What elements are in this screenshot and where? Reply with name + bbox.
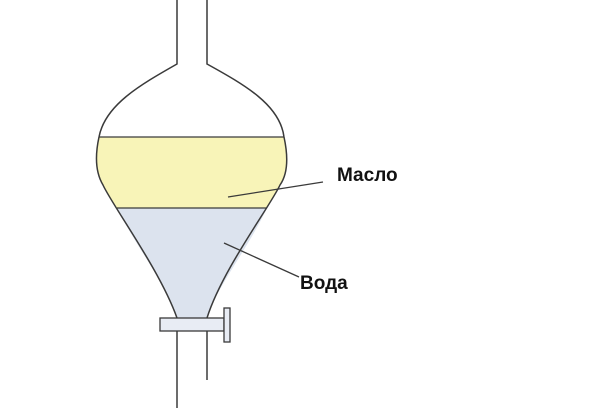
water-layer [117,208,267,318]
funnel-outline [95,0,288,319]
oil-layer [96,137,287,208]
oil-leader-line [227,181,324,198]
oil-label: Масло [337,165,398,186]
stopcock-handle[interactable] [223,307,231,343]
water-leader-line [223,242,300,278]
water-label: Вода [300,273,348,294]
stopcock-body[interactable] [159,317,225,332]
